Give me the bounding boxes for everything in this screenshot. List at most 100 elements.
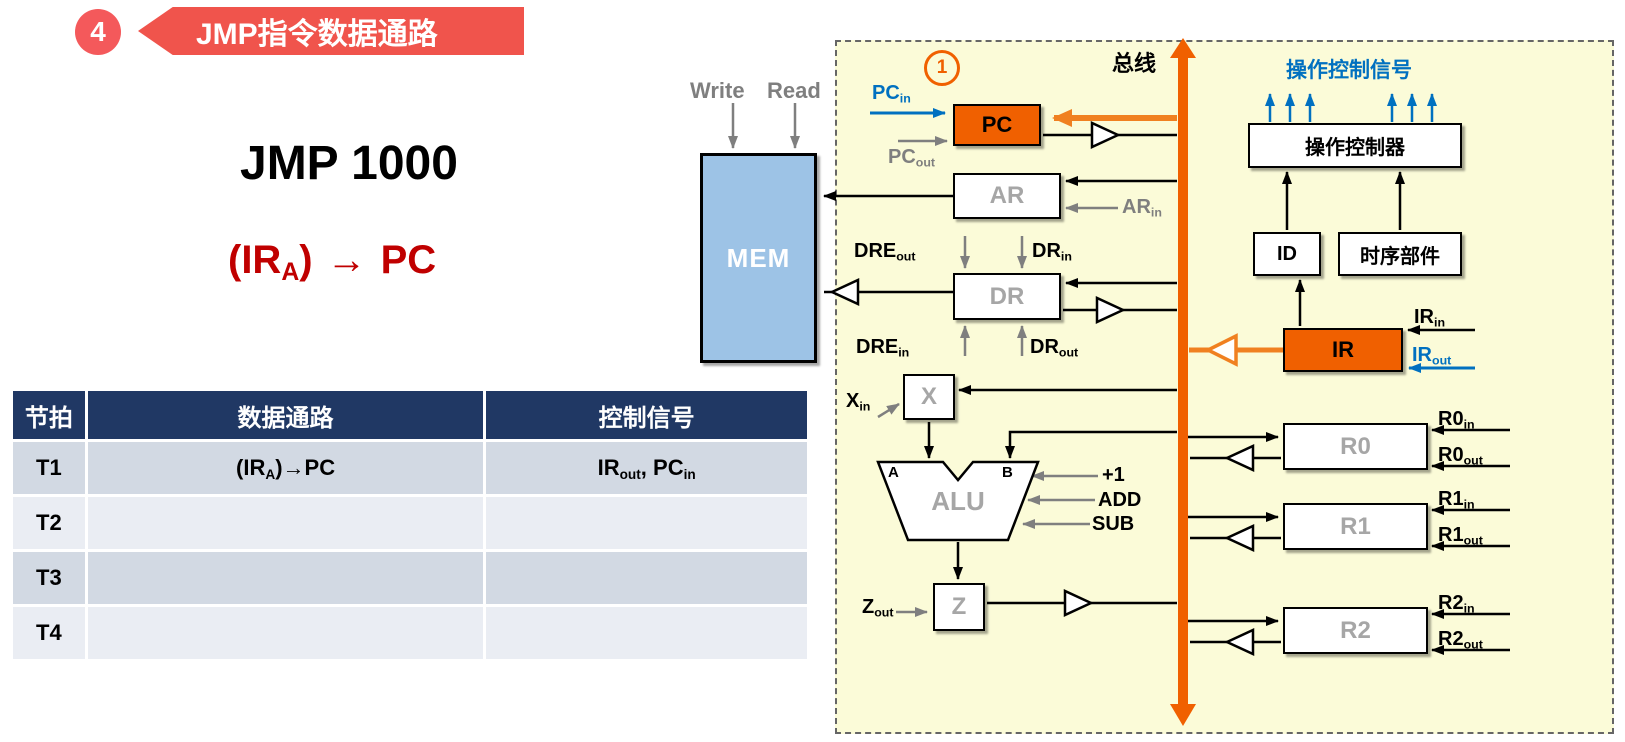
beat-cell: T3 [10,549,88,607]
signal-sub: out [1463,637,1483,652]
signal-sub: in [898,345,910,360]
signal-base: R2 [1438,592,1464,614]
microop-heading: (IRA)→PC [228,238,436,287]
signal-base: R1 [1438,524,1464,546]
pc-register: PC [953,104,1041,146]
signal-sub: in [1463,417,1475,432]
control-signals-title: 操作控制信号 [1286,59,1412,82]
microop-part: (IR [228,238,282,282]
control-text: IR [597,454,620,480]
datapath-sub: A [265,466,276,482]
signal-add-label: ADD [1098,489,1142,511]
operation-controller-block: 操作控制器 [1248,123,1462,168]
signal-base: DR [1032,240,1061,262]
signal-base: X [846,390,860,412]
r2-register: R2 [1283,607,1428,654]
signal-dr-out-label: DRout [1030,336,1078,359]
header-datapath: 数据通路 [84,388,487,442]
signal-sub: out [1463,453,1483,468]
signal-sub: in [1060,249,1072,264]
signal-r2-out-label: R2out [1438,628,1483,651]
signal-sub: out [1432,353,1452,368]
signal-base: R0 [1438,408,1464,430]
signal-sub: out [874,605,894,620]
beat-cell: T4 [10,604,88,662]
instruction-heading: JMP 1000 [240,137,458,190]
z-register: Z [933,583,985,631]
signal-r1-in-label: R1in [1438,488,1475,511]
signal-base: IR [1414,306,1434,328]
slide-number-badge: 4 [75,9,121,55]
signal-plus1-label: +1 [1102,464,1125,486]
signal-pc-out-label: PCout [888,146,935,169]
table-header-row: 节拍 数据通路 控制信号 [10,388,810,442]
control-cell-empty [483,494,810,552]
signal-base: R1 [1438,488,1464,510]
title-banner: JMP指令数据通路 [138,7,524,55]
control-cell-empty [483,549,810,607]
signal-x-in-label: Xin [846,390,870,413]
signal-base: DRE [854,240,897,262]
signal-r0-in-label: R0in [1438,408,1475,431]
signal-base: R0 [1438,444,1464,466]
signal-z-out-label: Zout [862,596,893,619]
control-sub: out [619,466,641,482]
control-text: , PC [640,454,684,480]
microop-part: PC [380,238,437,282]
signal-sub: in [1463,497,1475,512]
ir-register: IR [1283,328,1403,372]
mem-block: MEM [700,153,817,363]
id-block: ID [1253,232,1321,276]
control-cell: IRout, PCin [483,439,810,497]
signal-ar-in-label: ARin [1122,196,1162,219]
step-1-marker: 1 [924,50,960,86]
signal-sub: out [896,249,916,264]
r0-register: R0 [1283,423,1428,470]
datapath-cell: (IRA)→PC [84,439,487,497]
datapath-text: )→PC [275,454,336,480]
control-cell-empty [483,604,810,662]
table-row: T4 [10,604,810,662]
write-label: Write [690,78,745,103]
header-beat: 节拍 [10,388,88,442]
header-control: 控制信号 [483,388,810,442]
table-row: T3 [10,549,810,607]
datapath-cell-empty [84,604,487,662]
bus-label: 总线 [1112,51,1157,76]
datapath-text: (IR [236,454,266,480]
signal-sub-label: SUB [1092,513,1135,535]
signal-pc-in-label: PCin [872,82,911,105]
signal-base: PC [888,146,916,168]
dr-register: DR [953,273,1061,320]
control-sub: in [683,466,696,482]
arrow-glyph: → [326,238,367,282]
signal-base: R2 [1438,628,1464,650]
signal-sub: out [1463,533,1483,548]
timing-unit-block: 时序部件 [1338,232,1462,276]
microop-part: ) [299,238,313,282]
beat-cell: T2 [10,494,88,552]
signal-dre-in-label: DREin [856,336,909,359]
title-banner-label: JMP指令数据通路 [196,18,438,51]
signal-base: DR [1030,336,1059,358]
signal-base: PC [872,82,900,104]
table-row: T2 [10,494,810,552]
datapath-cell-empty [84,494,487,552]
signal-sub: out [1058,345,1079,360]
signal-base: IR [1412,344,1432,366]
signal-ir-in-label: IRin [1414,306,1445,329]
beat-cell: T1 [10,439,88,497]
alu-port-b: B [1002,464,1013,481]
signal-sub: in [859,399,871,414]
datapath-cell-empty [84,549,487,607]
signal-sub: out [915,155,936,170]
read-label: Read [767,78,821,103]
alu-label: ALU [931,486,985,516]
signal-r1-out-label: R1out [1438,524,1483,547]
timing-table: 节拍 数据通路 控制信号 T1 (IRA)→PC IRout, PCin T2 … [10,388,810,662]
signal-base: Z [862,596,875,618]
signal-sub: in [1463,601,1475,616]
signal-base: DRE [856,336,899,358]
signal-sub: in [1150,205,1162,220]
